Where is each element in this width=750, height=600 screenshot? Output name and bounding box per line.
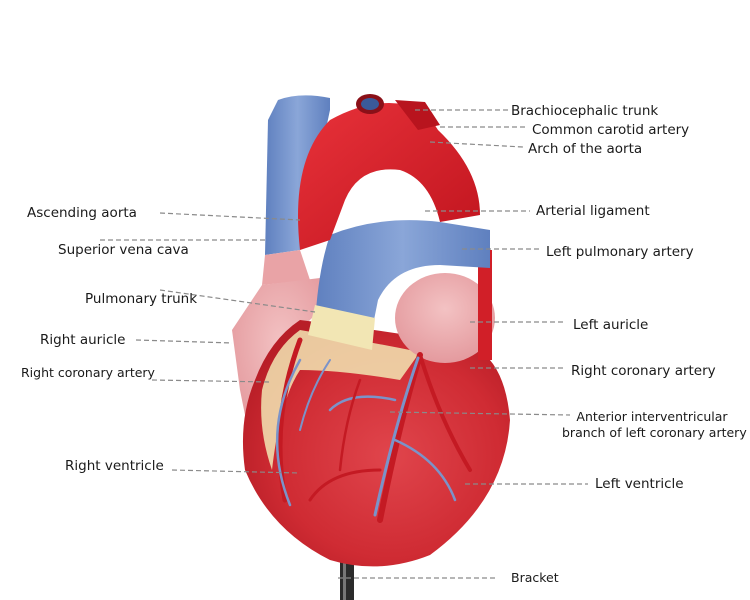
label-brachiocephalic-trunk: Brachiocephalic trunk — [511, 103, 659, 119]
label-arch-of-aorta: Arch of the aorta — [528, 141, 643, 157]
ventricles-shape — [242, 320, 511, 567]
label-left-pulmonary-artery: Left pulmonary artery — [546, 244, 694, 260]
superior-vena-cava-shape — [262, 95, 330, 285]
label-pulmonary-trunk: Pulmonary trunk — [85, 291, 198, 307]
aorta-shape — [298, 102, 480, 251]
coronary-vessels — [275, 337, 472, 523]
label-right-ventricle: Right ventricle — [65, 458, 164, 474]
label-right-auricle: Right auricle — [40, 332, 126, 348]
label-left-auricle: Left auricle — [573, 317, 649, 333]
label-anterior-interventricular-branch: Anterior interventricular branch of left… — [562, 409, 747, 441]
label-superior-vena-cava: Superior vena cava — [58, 242, 189, 258]
label-right-coronary-artery-right: Right coronary artery — [571, 363, 716, 379]
leader-lines — [100, 109, 588, 579]
label-line-2: branch of left coronary artery — [562, 425, 747, 440]
label-ascending-aorta: Ascending aorta — [27, 205, 137, 221]
pulmonary-trunk-shape — [315, 220, 490, 340]
label-left-ventricle: Left ventricle — [595, 476, 684, 492]
label-line-1: Anterior interventricular — [576, 409, 728, 424]
label-bracket: Bracket — [511, 570, 559, 585]
label-common-carotid-artery: Common carotid artery — [532, 122, 690, 138]
coronary-fat-band — [261, 330, 420, 470]
label-right-coronary-artery-left: Right coronary artery — [21, 365, 155, 380]
label-arterial-ligament: Arterial ligament — [536, 203, 650, 219]
left-auricle-shape — [395, 273, 495, 363]
